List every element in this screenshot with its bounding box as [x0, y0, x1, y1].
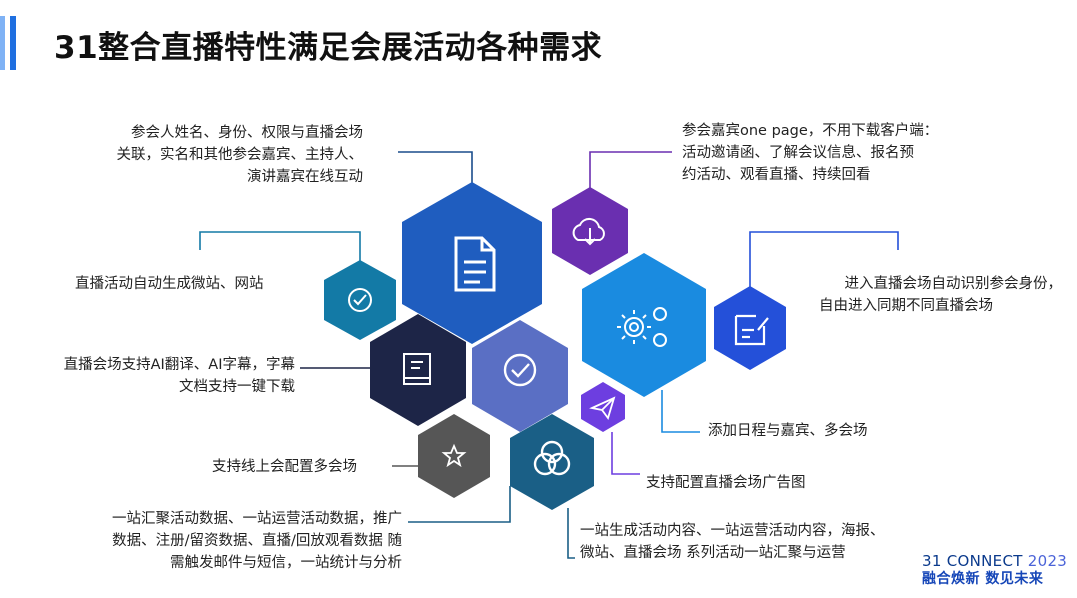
brand-logo: 31 CONNECT 2023 融合焕新 数见未来 — [922, 552, 1067, 588]
brand-name: 31 CONNECT — [922, 552, 1028, 570]
feature-text-ad-banner: 支持配置直播会场广告图 — [646, 472, 806, 494]
feature-text-data-analytics: 一站汇聚活动数据、一站运营活动数据，推广 数据、注册/留资数据、直播/回放观看数… — [40, 508, 402, 574]
feature-line: 自由进入同期不同直播会场 — [819, 298, 993, 314]
hex-check-center — [472, 320, 568, 432]
document-icon — [454, 236, 496, 292]
feature-line: 约活动、观看直播、持续回看 — [682, 167, 871, 183]
feature-text-schedule: 添加日程与嘉宾、多会场 — [708, 420, 868, 442]
hex-star — [418, 414, 490, 498]
cloud-download-icon — [572, 217, 605, 246]
feature-line: 参会嘉宾one page，不用下载客户端： — [682, 123, 939, 139]
connector-edit — [749, 231, 899, 290]
title-accent-bar-light — [0, 16, 5, 70]
hex-plane — [581, 382, 625, 432]
brand-slogan: 融合焕新 数见未来 — [922, 571, 1044, 587]
hex-edit — [714, 286, 786, 370]
connector-check-bottom — [567, 508, 575, 559]
feature-text-microsite: 直播活动自动生成微站、网站 — [75, 273, 264, 295]
feature-line: 关联，实名和其他参会嘉宾、主持人、 — [116, 147, 364, 163]
feature-line: 活动邀请函、了解会议信息、报名预 — [682, 145, 914, 161]
feature-line: 一站汇聚活动数据、一站运营活动数据，推广 — [112, 511, 402, 527]
edit-note-icon — [734, 314, 769, 346]
book-icon — [403, 353, 431, 385]
check-circle-icon — [503, 353, 537, 387]
hex-cloud — [552, 187, 628, 275]
check-circle-icon — [348, 288, 372, 312]
connector-check-top — [199, 231, 361, 262]
feature-line: 支持线上会配置多会场 — [212, 459, 357, 475]
feature-line: 微站、直播会场 系列活动一站汇聚与运营 — [580, 545, 846, 561]
brand-year: 2023 — [1027, 552, 1068, 570]
connector-document — [398, 151, 473, 190]
hex-document — [402, 182, 542, 344]
feature-line: 进入直播会场自动识别参会身份， — [844, 276, 1063, 292]
feature-line: 需触发邮件与短信，一站统计与分析 — [170, 555, 402, 571]
feature-line: 参会人姓名、身份、权限与直播会场 — [131, 125, 363, 141]
feature-line: 一站生成活动内容、一站运营活动内容，海报、 — [580, 523, 885, 539]
hex-circles — [510, 414, 594, 510]
feature-line: 直播会场支持AI翻译、AI字幕，字幕 — [63, 357, 295, 373]
paper-plane-icon — [589, 396, 616, 420]
feature-text-multi-venue: 支持线上会配置多会场 — [212, 456, 357, 478]
feature-text-onepage: 参会嘉宾one page，不用下载客户端： 活动邀请函、了解会议信息、报名预 约… — [682, 120, 938, 186]
hex-book — [370, 314, 466, 426]
feature-text-ai-translate: 直播会场支持AI翻译、AI字幕，字幕 文档支持一键下载 — [10, 354, 295, 398]
hex-check-top — [324, 260, 396, 340]
feature-text-content-ops: 一站生成活动内容、一站运营活动内容，海报、 微站、直播会场 系列活动一站汇聚与运… — [580, 520, 885, 564]
connector-gears — [661, 390, 700, 433]
title-accent-bar — [10, 16, 16, 70]
feature-line: 数据、注册/留资数据、直播/回放观看数据 随 — [112, 533, 402, 549]
feature-text-identity: 参会人姓名、身份、权限与直播会场 关联，实名和其他参会嘉宾、主持人、 演讲嘉宾在… — [78, 122, 364, 188]
brand-line1: 31 CONNECT 2023 — [922, 552, 1067, 570]
star-icon — [441, 443, 467, 468]
feature-line: 支持配置直播会场广告图 — [646, 475, 806, 491]
gears-icon — [617, 307, 667, 347]
feature-line: 文档支持一键下载 — [179, 379, 295, 395]
hex-gears — [582, 253, 706, 397]
circles-icon — [533, 440, 571, 476]
connector-plane — [611, 432, 640, 475]
connector-lines — [199, 151, 899, 559]
feature-text-auto-identify: 进入直播会场自动识别参会身份， 自由进入同期不同直播会场 — [780, 273, 1062, 317]
feature-line: 演讲嘉宾在线互动 — [247, 169, 363, 185]
feature-line: 添加日程与嘉宾、多会场 — [708, 423, 868, 439]
feature-line: 直播活动自动生成微站、网站 — [75, 276, 264, 292]
page-title: 31整合直播特性满足会展活动各种需求 — [54, 30, 603, 66]
connector-circles — [408, 486, 511, 523]
